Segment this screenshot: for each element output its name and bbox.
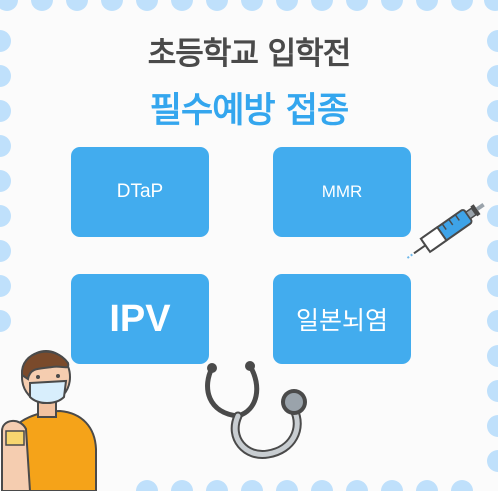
border-dot [487,415,498,437]
border-dot [241,0,263,11]
border-dot [0,0,18,11]
border-dot [346,480,368,491]
border-dot [416,480,438,491]
border-dot [311,0,333,11]
page-title: 초등학교 입학전 [147,36,351,72]
border-dot [451,0,473,11]
border-dot [346,0,368,11]
border-dot [0,205,11,227]
border-dot [171,480,193,491]
vaccine-label: MMR [321,182,363,201]
border-dot [0,240,11,262]
border-dot [206,0,228,11]
border-dot [101,0,123,11]
border-dot [206,480,228,491]
border-dot [487,135,498,157]
border-dot [451,480,473,491]
border-dot [487,380,498,402]
vaccine-label: 일본뇌염 [295,306,388,335]
border-dot [381,480,403,491]
border-dot [0,170,11,192]
vaccine-card-ipv: IPV [71,274,209,364]
border-dot [31,0,53,11]
border-dot [381,0,403,11]
stethoscope-icon [205,361,307,459]
border-dot [136,480,158,491]
border-dot [66,0,88,11]
border-dot [0,30,11,52]
border-dot [487,65,498,87]
border-dot [0,135,11,157]
border-dot [487,100,498,122]
border-dot [487,30,498,52]
vaccine-card-dtap: DTaP [71,147,209,237]
border-dot [484,0,498,11]
vaccine-label: DTaP [116,181,164,202]
border-dot [171,0,193,11]
vaccine-card-japanese-encephalitis: 일본뇌염 [273,274,411,364]
border-dot [416,0,438,11]
border-dot [241,480,263,491]
border-dot [487,275,498,297]
masked-child-illustration [1,350,97,491]
border-dot [276,480,298,491]
page-subtitle: 필수예방 접종 [149,91,349,131]
border-dot [0,65,11,87]
border-dot [487,345,498,367]
border-dot [487,170,498,192]
border-dot [487,205,498,227]
border-dot [487,310,498,332]
border-dot [276,0,298,11]
border-dot [487,240,498,262]
vaccine-label: IPV [109,297,171,340]
border-dot [311,480,333,491]
border-dot [0,100,11,122]
border-dot [0,275,11,297]
border-dot [487,450,498,472]
syringe-icon [406,202,485,259]
border-dot [136,0,158,11]
vaccine-card-mmr: MMR [273,147,411,237]
border-dot [0,310,11,332]
